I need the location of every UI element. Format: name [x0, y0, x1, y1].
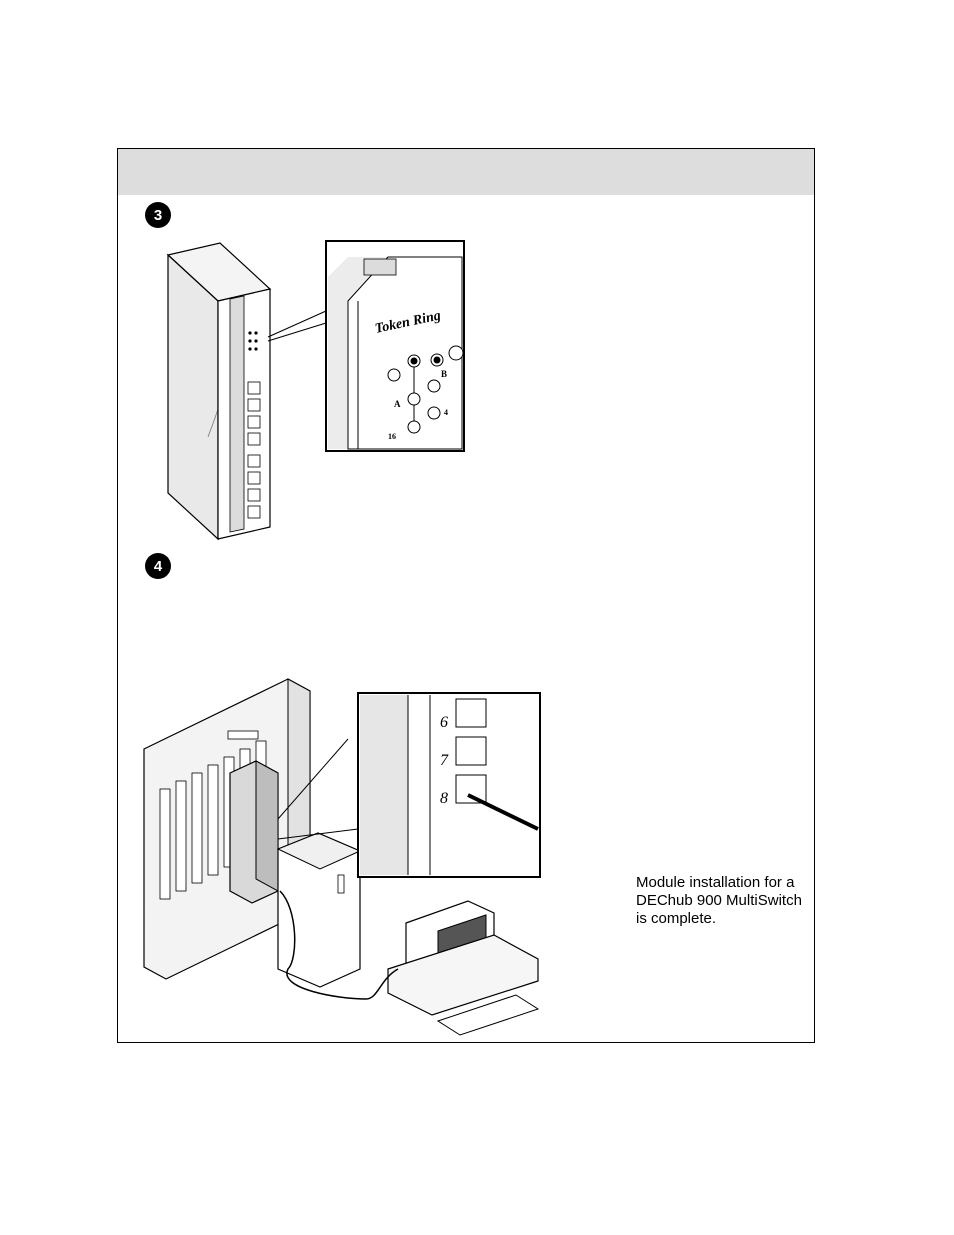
port-6-label: 6	[440, 714, 448, 731]
module-illustration: Token Ring A B 16 4	[166, 240, 465, 541]
caption-line-2: DEChub 900 MultiSwitch	[636, 892, 802, 909]
led-4-label: 4	[444, 408, 448, 417]
caption-text: Module installation for a DEChub 900 Mul…	[636, 874, 814, 928]
module-port-icons	[247, 381, 261, 519]
hub-installation-illustration: 6 7 8	[143, 678, 541, 1036]
step-3-badge: 3	[145, 202, 171, 228]
step-4-badge: 4	[145, 553, 171, 579]
led-b-label: B	[441, 369, 447, 379]
port-8-label: 8	[440, 790, 448, 807]
led-a-label: A	[394, 399, 401, 409]
caption-line-1: Module installation for a	[636, 874, 795, 891]
instruction-frame: 3 4 Token	[117, 148, 815, 1043]
caption-line-3: is complete.	[636, 910, 717, 927]
led-16-label: 16	[388, 432, 396, 441]
port-7-label: 7	[440, 752, 449, 769]
frame-header	[118, 149, 814, 195]
